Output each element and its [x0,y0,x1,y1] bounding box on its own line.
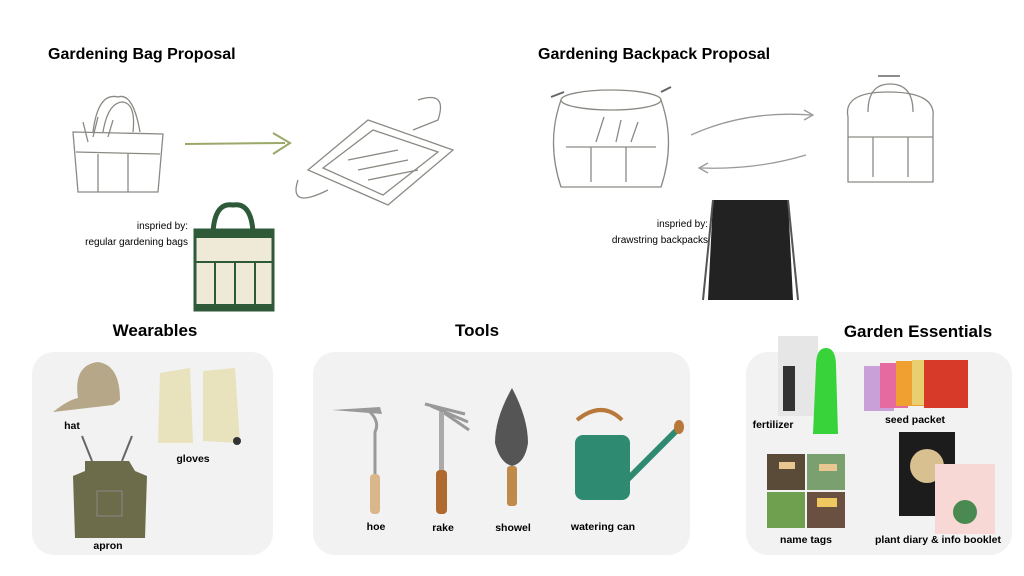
transform-arrow-icon [184,132,292,155]
inspired-label: inspried by: [136,221,188,232]
backpack-final-sketch-image [846,75,934,183]
watering-can-image [575,408,684,500]
bag-sketch-image [72,95,164,193]
fertilizer-image [778,336,838,434]
apron-label: apron [93,540,123,552]
rake-label: rake [432,522,454,534]
watering-can-label: watering can [570,521,636,533]
name-tags-image [767,454,845,528]
inspired-label: inspried by: [656,219,708,230]
backpack-proposal-title: Gardening Backpack Proposal [538,46,771,63]
essentials-heading: Garden Essentials [843,322,993,341]
gloves-image [158,368,241,445]
rake-image [424,402,470,514]
hat-label: hat [64,420,80,432]
hat-image [53,362,120,412]
fertilizer-label: fertilizer [752,419,794,431]
seed-packets-image [864,360,968,411]
bag-inspiration-note: inspried by: regular gardening bags [85,219,188,251]
gardening-bag-photo [193,202,275,312]
apron-image [73,435,147,538]
inspired-source: regular gardening bags [85,237,188,248]
gloves-label: gloves [176,453,210,465]
bag-proposal-title: Gardening Bag Proposal [48,46,236,63]
backpack-sketch-image [550,86,672,188]
drawstring-backpack-photo [702,199,799,301]
wearables-heading: Wearables [112,321,198,340]
name-tags-label: name tags [780,534,832,546]
plant-diary-label: plant diary & info booklet [874,534,1002,546]
showel-image [495,388,528,506]
plant-diary-booklet-image [899,432,995,534]
backpack-inspiration-note: inspried by: drawstring backpacks [612,217,708,249]
cycle-arrows-icon [690,109,815,174]
showel-label: showel [495,522,531,534]
tools-heading: Tools [454,321,500,340]
flat-bag-sketch-image [295,96,455,206]
hoe-label: hoe [366,521,386,533]
hoe-image [332,407,382,514]
seed-packet-label: seed packet [884,414,946,426]
inspired-source: drawstring backpacks [611,235,708,246]
